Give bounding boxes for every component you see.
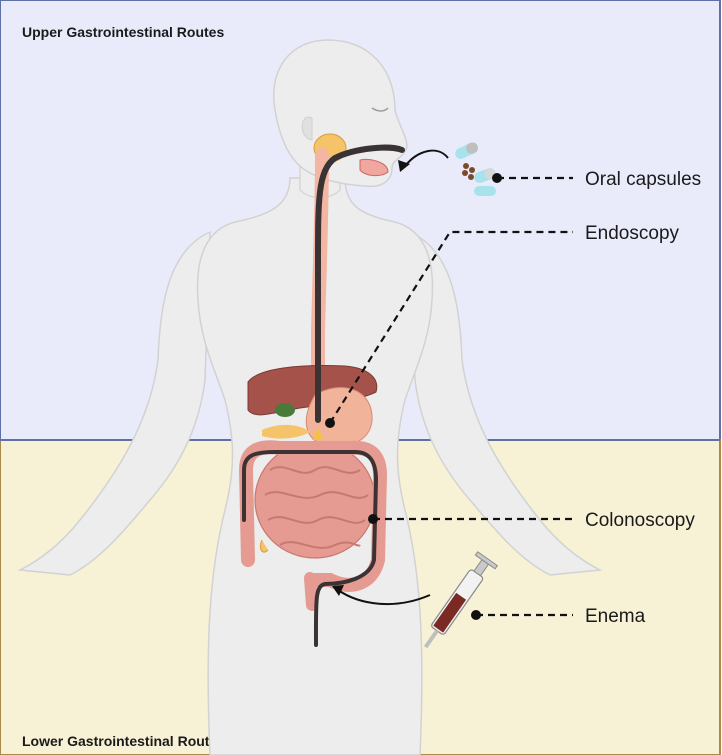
upper-region-title: Upper Gastrointestinal Routes: [22, 24, 224, 40]
lower-region-title: Lower Gastrointestinal Routes: [22, 733, 225, 749]
label-endoscopy: Endoscopy: [585, 223, 680, 244]
small-intestine: [255, 442, 375, 558]
label-enema: Enema: [585, 606, 646, 627]
rectum: [310, 578, 312, 605]
label-oral-capsules: Oral capsules: [585, 169, 701, 190]
gallbladder: [275, 403, 295, 417]
label-colonoscopy: Colonoscopy: [585, 510, 695, 531]
